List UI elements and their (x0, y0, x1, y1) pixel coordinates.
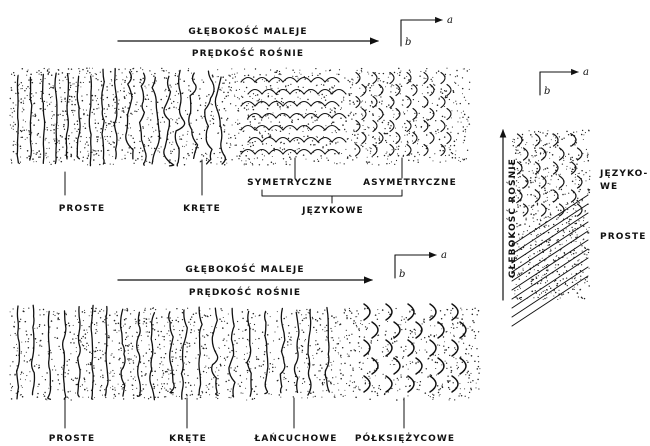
side-panel: a b GŁĘBOKOŚĆ ROŚNIE JĘZYKO- WE PROSTE (503, 67, 648, 326)
side-bedform-field (511, 130, 590, 326)
top-bedform-field (9, 67, 470, 166)
side-label-straight: PROSTE (600, 232, 647, 242)
bottom-bedform-field (9, 304, 480, 401)
bottom-arrow-text-depth: GŁĘBOKOŚĆ MALEJE (185, 263, 304, 275)
top-axes-icon: a b (401, 15, 453, 48)
bottom-label-ticks (65, 398, 404, 428)
top-arrow-text-velocity: PRĘDKOŚĆ ROŚNIE (192, 47, 304, 59)
side-label-linguoid-line2: WE (600, 182, 618, 192)
top-label-linguoid: JĘZYKOWE (301, 206, 364, 216)
side-axes-icon: a b (540, 67, 589, 97)
bottom-label-straight: PROSTE (49, 434, 96, 444)
bottom-axis-b-label: b (399, 269, 405, 280)
bottom-axis-a-label: a (441, 250, 447, 261)
top-label-asymmetric: ASYMETRYCZNE (363, 178, 457, 188)
side-axis-a-label: a (583, 67, 589, 78)
top-label-symmetric: SYMETRYCZNE (247, 178, 333, 188)
bottom-label-catenary: ŁAŃCUCHOWE (253, 432, 337, 444)
bottom-label-sinuous: KRĘTE (169, 434, 207, 444)
top-label-sinuous: KRĘTE (183, 204, 221, 214)
top-axis-a-label: a (447, 15, 453, 26)
top-panel: GŁĘBOKOŚĆ MALEJE PRĘDKOŚĆ ROŚNIE a b PRO… (9, 15, 470, 216)
bottom-arrow-text-velocity: PRĘDKOŚĆ ROŚNIE (189, 286, 301, 298)
top-label-straight: PROSTE (59, 204, 106, 214)
top-arrow-text-depth: GŁĘBOKOŚĆ MALEJE (188, 25, 307, 37)
side-label-linguoid-line1: JĘZYKO- (599, 169, 648, 179)
bottom-panel: GŁĘBOKOŚĆ MALEJE PRĘDKOŚĆ ROŚNIE a b PRO… (9, 250, 480, 444)
bottom-label-lunate: PÓŁKSIĘŻYCOWE (355, 432, 455, 444)
top-label-ticks (65, 158, 402, 203)
bottom-axes-icon: a b (395, 250, 447, 280)
side-axis-b-label: b (544, 86, 550, 97)
top-axis-b-label: b (405, 37, 411, 48)
